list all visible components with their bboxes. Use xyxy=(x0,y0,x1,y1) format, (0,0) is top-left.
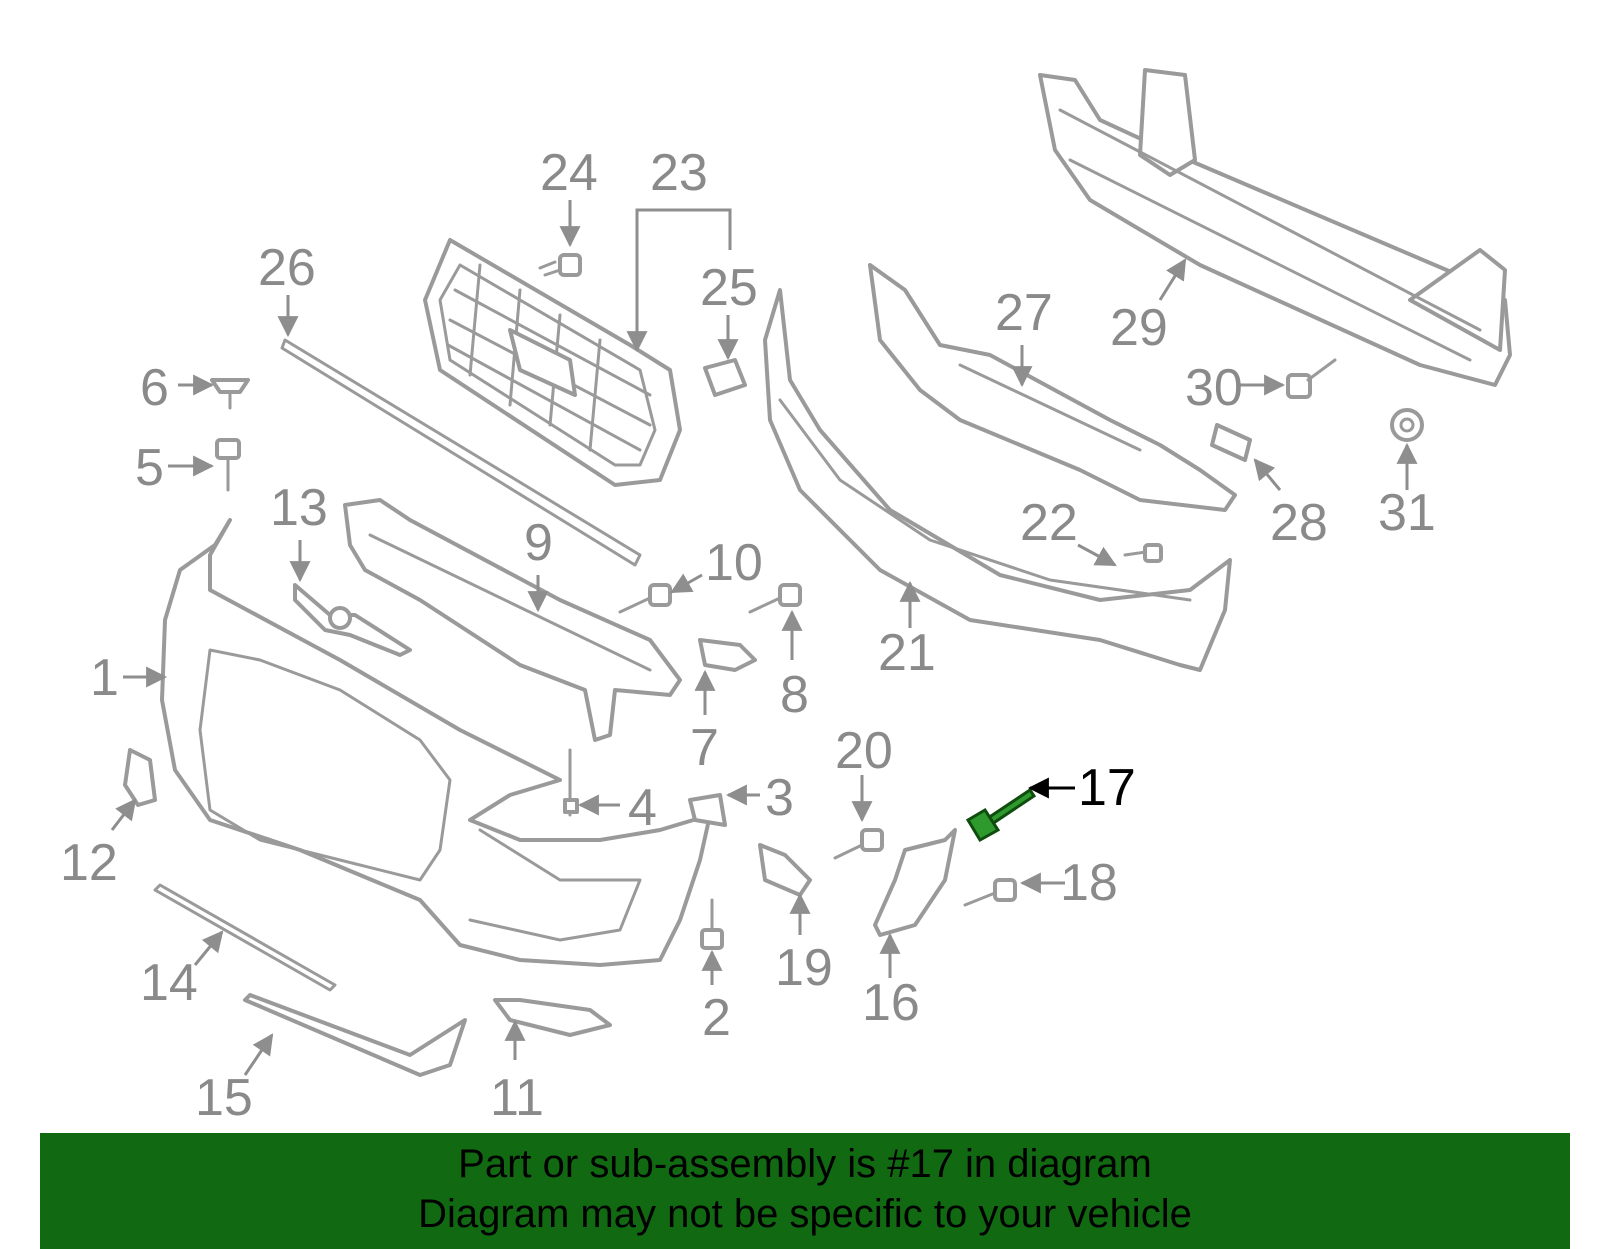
callout-10: 10 xyxy=(705,534,763,592)
part-6-push-clip xyxy=(210,378,250,410)
callout-3: 3 xyxy=(765,769,794,827)
part-4-stud xyxy=(563,748,579,817)
part-26-molding-strip xyxy=(280,338,642,567)
callout-2: 2 xyxy=(702,989,731,1047)
part-27-energy-absorber xyxy=(868,263,1237,512)
callout-14: 14 xyxy=(140,954,198,1012)
part-14-molding xyxy=(153,883,337,992)
callout-27: 27 xyxy=(995,284,1053,342)
callout-labels: 1 2 3 4 5 6 7 8 9 10 11 12 13 14 15 16 1… xyxy=(60,144,1436,1127)
callout-26: 26 xyxy=(258,239,316,297)
callout-11: 11 xyxy=(490,1069,544,1127)
part-1-bumper-cover xyxy=(160,518,712,967)
callout-5: 5 xyxy=(135,439,164,497)
callout-12: 12 xyxy=(60,834,118,892)
callout-7: 7 xyxy=(690,719,719,777)
callout-6: 6 xyxy=(140,359,169,417)
callout-22: 22 xyxy=(1020,494,1078,552)
part-2-bolt xyxy=(700,898,724,950)
callout-15: 15 xyxy=(195,1069,253,1127)
info-banner: Part or sub-assembly is #17 in diagram D… xyxy=(40,1133,1570,1249)
callout-21: 21 xyxy=(878,624,936,682)
part-29-bumper-reinforcement xyxy=(1038,68,1512,387)
part-15-molding xyxy=(243,993,467,1077)
callout-30: 30 xyxy=(1185,359,1243,417)
part-17-bolt-highlighted[interactable] xyxy=(965,787,1037,843)
part-11-bracket xyxy=(493,998,612,1037)
callout-13: 13 xyxy=(270,479,328,537)
part-24-screw xyxy=(538,253,582,277)
part-16-bracket xyxy=(873,828,957,937)
part-23-radiator-grille xyxy=(423,238,682,487)
callout-24: 24 xyxy=(540,144,598,202)
part-28-label xyxy=(1210,423,1252,462)
part-22-bolt xyxy=(1123,543,1163,563)
part-30-bolt xyxy=(1286,358,1337,399)
callout-1: 1 xyxy=(90,649,119,707)
part-25-clip xyxy=(703,358,747,397)
part-5-bolt xyxy=(215,438,241,492)
callout-25: 25 xyxy=(700,259,758,317)
leader-lines xyxy=(110,200,1418,1076)
part-7-bracket xyxy=(698,638,757,672)
callout-4: 4 xyxy=(628,779,657,837)
callout-20: 20 xyxy=(835,722,893,780)
callout-18: 18 xyxy=(1060,854,1118,912)
part-21-lower-reinforcement xyxy=(763,288,1232,672)
callout-9: 9 xyxy=(524,514,553,572)
callout-19: 19 xyxy=(775,939,833,997)
part-18-bolt xyxy=(963,878,1017,907)
callout-8: 8 xyxy=(780,666,809,724)
banner-line-1: Part or sub-assembly is #17 in diagram xyxy=(458,1142,1152,1186)
callout-29: 29 xyxy=(1110,299,1168,357)
part-10-bolt xyxy=(618,583,672,614)
part-9-bracket xyxy=(343,498,682,742)
part-3-clip xyxy=(688,793,727,827)
callout-17: 17 xyxy=(1078,759,1136,817)
callout-28: 28 xyxy=(1270,494,1328,552)
part-13-emblem xyxy=(293,583,412,657)
part-31-nut xyxy=(1390,408,1424,442)
part-19-bracket xyxy=(758,843,812,897)
banner-line-2: Diagram may not be specific to your vehi… xyxy=(418,1192,1192,1236)
part-20-bolt xyxy=(833,828,884,860)
callout-23: 23 xyxy=(650,144,708,202)
callout-16: 16 xyxy=(862,974,920,1032)
callout-31: 31 xyxy=(1378,484,1436,542)
part-12-cap xyxy=(123,748,157,807)
part-8-bolt xyxy=(748,583,802,614)
